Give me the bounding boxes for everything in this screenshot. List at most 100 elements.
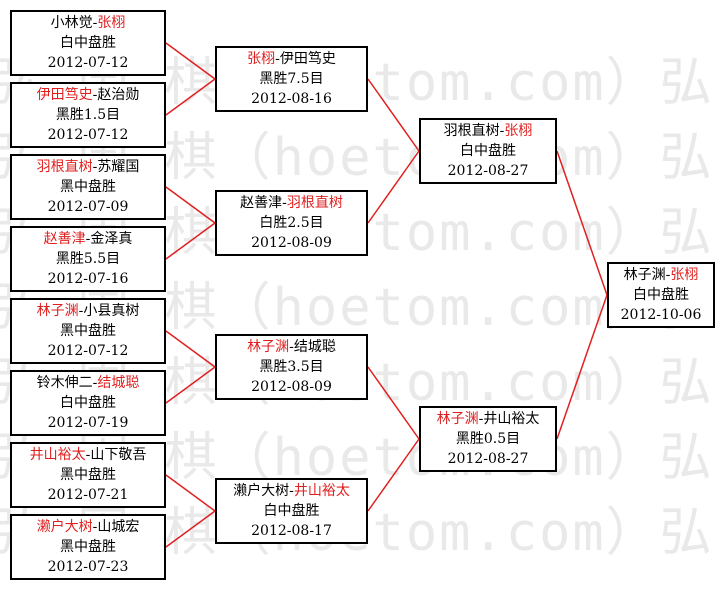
player-white: 张栩 (504, 123, 533, 139)
connector-r3m1-final (556, 150, 608, 296)
connector-r1m7-r2m4 (165, 474, 216, 512)
match-players: 林子渊-小县真树 (37, 301, 140, 321)
match-result: 黑胜7.5目 (259, 71, 324, 87)
player-separator: - (275, 51, 280, 67)
match-players: 林子渊-张栩 (624, 265, 699, 285)
connector-r2m4-r3m2 (367, 438, 420, 512)
match-box-final: 林子渊-张栩白中盘胜 2012-10-06 (607, 262, 715, 328)
match-date: 2012-08-09 (251, 379, 332, 395)
match-players: 伊田笃史-赵治勋 (37, 85, 140, 105)
match-result: 白中盘胜 (633, 287, 689, 303)
match-result: 黑中盘胜 (60, 539, 116, 555)
player-white: 井山裕太 (293, 483, 350, 499)
match-box-r1m8: 濑户大树-山城宏黑中盘胜 2012-07-23 (10, 514, 166, 580)
player-separator: - (85, 447, 91, 463)
player-separator: - (478, 411, 484, 427)
player-white: 赵治勋 (97, 87, 140, 103)
connector-r1m3-r2m2 (165, 186, 216, 224)
connector-r1m2-r2m1 (165, 78, 216, 116)
connector-r2m1-r3m1 (367, 78, 420, 152)
player-white: 金泽真 (90, 231, 133, 247)
connector-r1m5-r2m3 (165, 330, 216, 368)
player-black: 张栩 (247, 51, 276, 67)
player-separator: - (92, 159, 98, 175)
player-black: 濑户大树 (233, 483, 290, 499)
player-white: 山城宏 (97, 519, 140, 535)
match-date: 2012-07-21 (47, 487, 129, 503)
match-result: 白中盘胜 (460, 143, 516, 159)
match-players: 井山裕太-山下敬吾 (30, 445, 147, 465)
match-result: 黑胜5.5目 (55, 251, 121, 267)
player-black: 林子渊 (247, 339, 290, 355)
player-white: 山下敬吾 (90, 447, 147, 463)
player-white: 结城聪 (293, 339, 336, 355)
match-date: 2012-07-19 (47, 415, 129, 431)
connector-r1m6-r2m3 (165, 366, 216, 404)
player-separator: - (289, 483, 294, 499)
match-box-r1m2: 伊田笃史-赵治勋黑胜1.5目 2012-07-12 (10, 82, 166, 148)
connector-r1m4-r2m2 (165, 222, 216, 260)
player-separator: - (85, 231, 91, 247)
match-date: 2012-07-09 (47, 199, 129, 215)
player-separator: - (92, 375, 98, 391)
match-result: 黑中盘胜 (60, 179, 116, 195)
player-separator: - (92, 15, 98, 31)
player-white: 小县真树 (83, 303, 140, 319)
connector-r1m8-r2m4 (165, 510, 216, 548)
match-players: 赵善津-羽根直树 (240, 193, 343, 213)
match-date: 2012-08-17 (251, 523, 332, 539)
match-date: 2012-07-12 (47, 343, 129, 359)
player-black: 濑户大树 (36, 519, 93, 535)
player-white: 结城聪 (97, 375, 140, 391)
match-box-r1m6: 铃木伸二-结城聪白中盘胜 2012-07-19 (10, 370, 166, 436)
player-black: 伊田笃史 (36, 87, 93, 103)
match-result: 白中盘胜 (60, 395, 116, 411)
match-date: 2012-10-06 (620, 307, 702, 323)
match-result: 黑中盘胜 (60, 467, 116, 483)
match-players: 小林觉-张栩 (51, 13, 126, 33)
player-white: 伊田笃史 (279, 51, 336, 67)
match-players: 林子渊-井山裕太 (437, 409, 540, 429)
player-white: 羽根直树 (286, 195, 343, 211)
player-separator: - (92, 519, 98, 535)
player-separator: - (665, 267, 671, 283)
player-black: 羽根直树 (36, 159, 93, 175)
match-date: 2012-08-16 (251, 91, 332, 107)
player-separator: - (282, 195, 287, 211)
player-white: 井山裕太 (483, 411, 540, 427)
player-black: 林子渊 (436, 411, 479, 427)
match-box-r1m7: 井山裕太-山下敬吾黑中盘胜 2012-07-21 (10, 442, 166, 508)
player-black: 赵善津 (43, 231, 86, 247)
match-date: 2012-08-09 (251, 235, 332, 251)
player-black: 铃木伸二 (36, 375, 93, 391)
player-separator: - (499, 123, 505, 139)
match-players: 赵善津-金泽真 (44, 229, 133, 249)
match-date: 2012-08-27 (447, 451, 529, 467)
match-date: 2012-07-12 (47, 127, 129, 143)
match-players: 张栩-伊田笃史 (247, 49, 336, 69)
match-players: 铃木伸二-结城聪 (37, 373, 140, 393)
player-black: 赵善津 (240, 195, 283, 211)
match-players: 羽根直树-张栩 (444, 121, 533, 141)
match-date: 2012-08-27 (447, 163, 529, 179)
player-black: 井山裕太 (29, 447, 86, 463)
match-box-r1m3: 羽根直树-苏耀国黑中盘胜 2012-07-09 (10, 154, 166, 220)
player-white: 张栩 (97, 15, 126, 31)
player-black: 小林觉 (50, 15, 93, 31)
player-white: 张栩 (670, 267, 699, 283)
match-result: 黑胜1.5目 (55, 107, 121, 123)
match-box-r3m1: 羽根直树-张栩白中盘胜 2012-08-27 (419, 118, 557, 184)
connector-r2m2-r3m1 (367, 150, 420, 224)
match-result: 黑胜3.5目 (259, 359, 324, 375)
match-players: 羽根直树-苏耀国 (37, 157, 140, 177)
player-black: 林子渊 (36, 303, 79, 319)
match-date: 2012-07-23 (47, 559, 129, 575)
player-black: 林子渊 (623, 267, 666, 283)
connector-r1m1-r2m1 (165, 42, 216, 80)
player-white: 苏耀国 (97, 159, 140, 175)
